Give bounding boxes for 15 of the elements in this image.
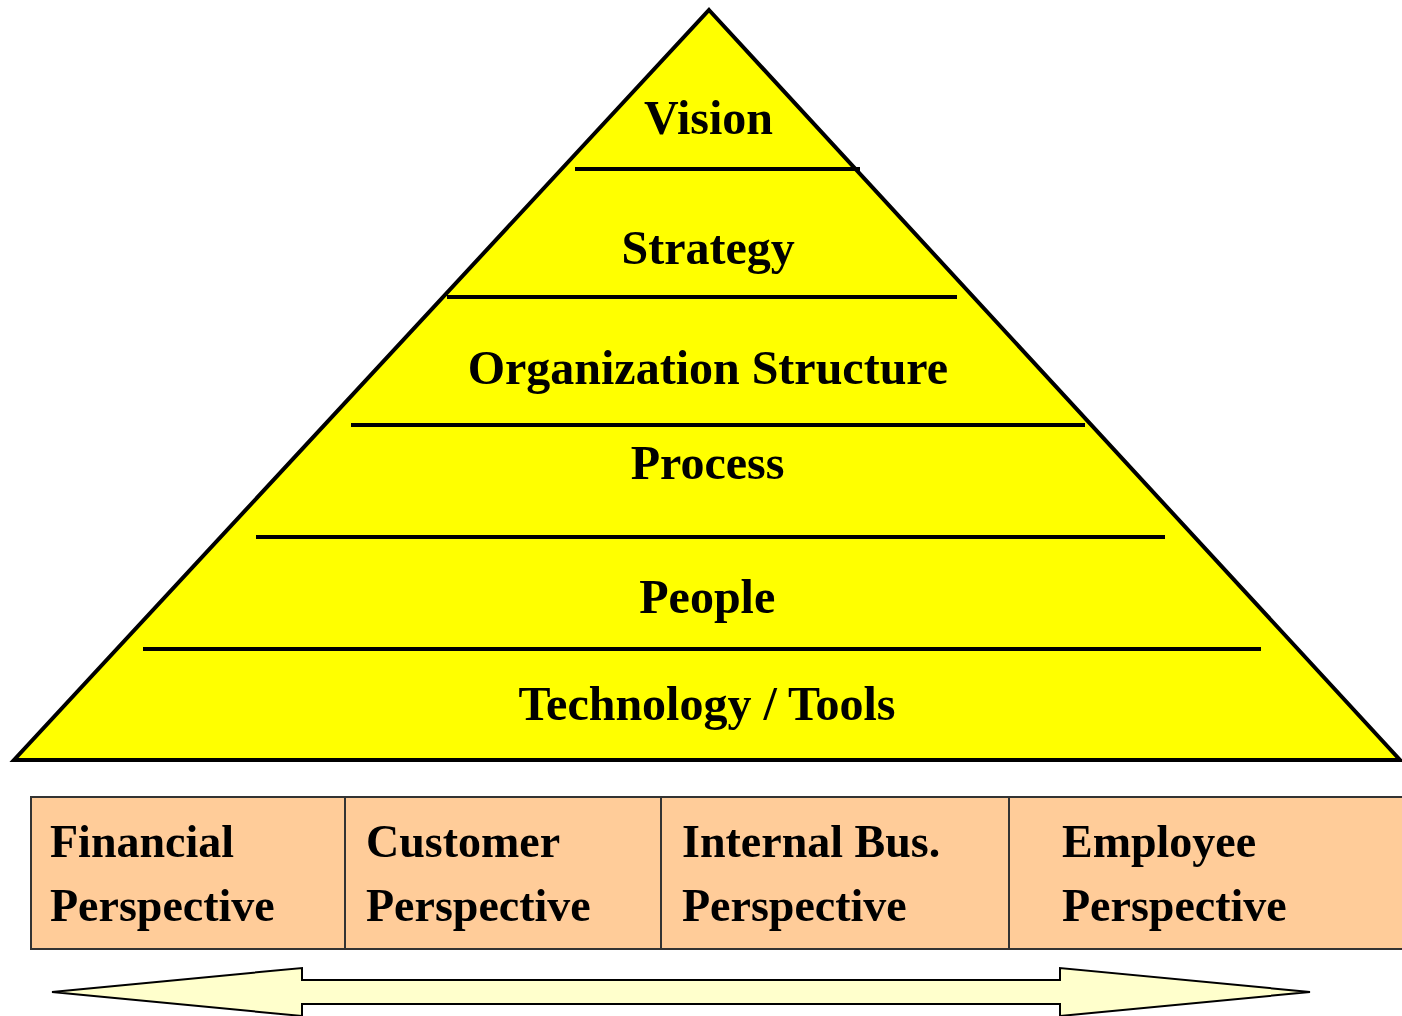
perspective-box [344,796,662,950]
layer-label: Organization Structure [466,340,950,396]
perspective-box [1008,796,1402,950]
layer-label: Process [629,435,786,491]
double-block-arrow [51,966,1311,1016]
perspective-label: Customer Perspective [366,815,592,933]
layer-label: Technology / Tools [517,676,897,732]
perspective-label: Internal Bus. Perspective [682,815,942,933]
layer-label: Strategy [620,220,796,276]
layer-label: People [638,569,777,625]
perspective-box [30,796,346,950]
layer-label: Vision [643,90,775,146]
perspective-label: Financial Perspective [50,815,276,933]
perspective-box [660,796,1010,950]
perspective-label: Employee Perspective [1062,815,1288,933]
